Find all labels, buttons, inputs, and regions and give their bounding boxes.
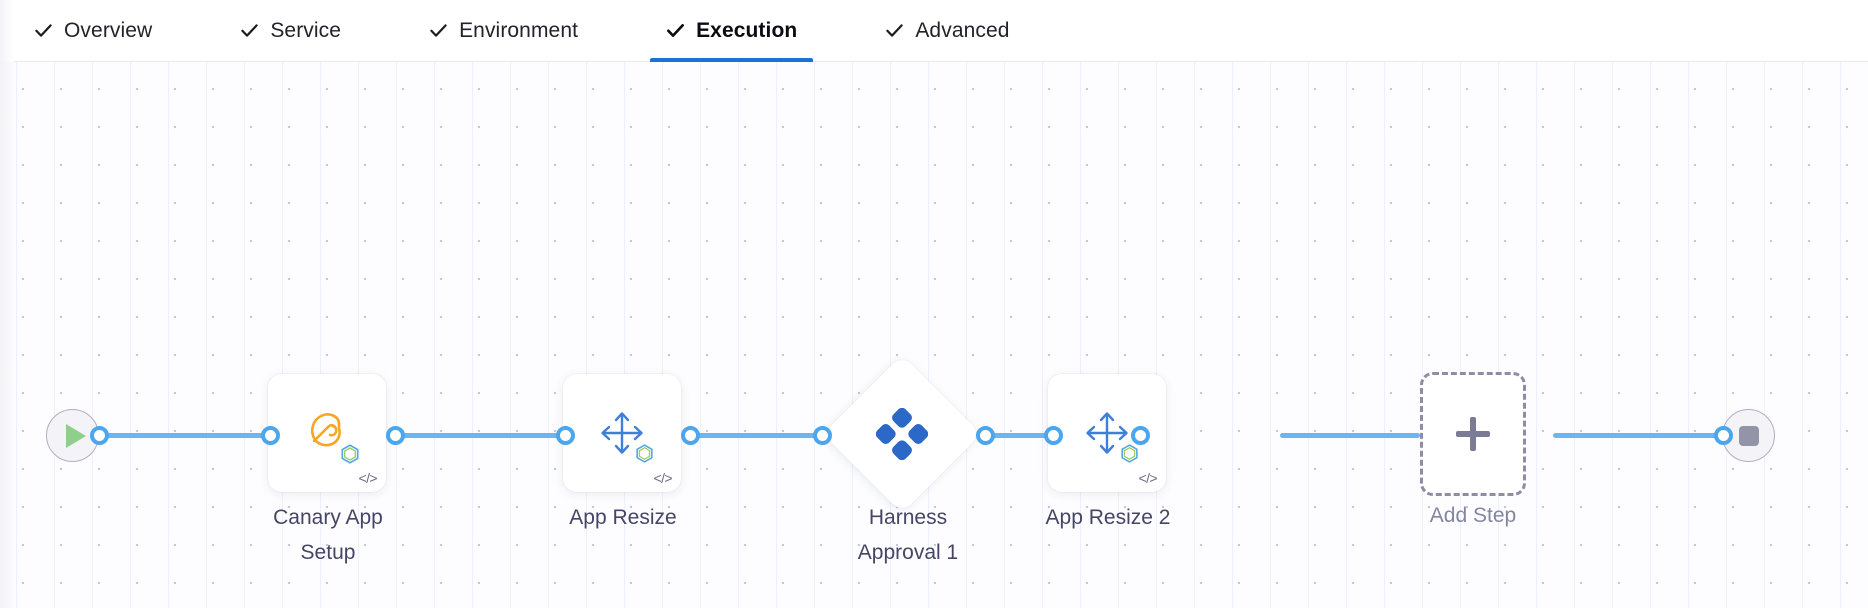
- step-label-app-resize-2: App Resize 2: [1045, 506, 1171, 529]
- resize-arrows-icon: [595, 406, 653, 463]
- check-icon: [240, 21, 259, 40]
- check-icon: [34, 21, 53, 40]
- tab-label: Advanced: [915, 18, 1010, 42]
- port-step4-out[interactable]: [1044, 426, 1063, 445]
- tab-environment[interactable]: Environment: [413, 0, 594, 62]
- code-icon[interactable]: </>: [653, 470, 673, 486]
- stop-icon: [1738, 425, 1759, 446]
- pipeline-tab-bar: Overview Service Environment: [0, 0, 1868, 62]
- step-label-app-resize: App Resize: [569, 506, 677, 529]
- tab-label: Service: [270, 18, 342, 42]
- tab-label: Environment: [459, 18, 579, 42]
- add-step-label: Add Step: [1429, 504, 1517, 527]
- add-step-button[interactable]: [1420, 372, 1526, 496]
- play-icon: [65, 423, 86, 448]
- plus-icon: [1456, 417, 1490, 451]
- port-step4-in[interactable]: [1131, 426, 1150, 445]
- step-label-harness-approval-1: Harness Approval 1: [857, 506, 959, 564]
- tab-execution[interactable]: Execution: [650, 0, 814, 62]
- check-icon: [429, 21, 448, 40]
- resize-arrows-icon: [1080, 406, 1138, 463]
- tab-overview[interactable]: Overview: [18, 0, 168, 62]
- port-end-in[interactable]: [1714, 426, 1733, 445]
- code-icon[interactable]: </>: [1138, 470, 1158, 486]
- tab-label: Overview: [64, 18, 153, 42]
- check-icon: [885, 21, 904, 40]
- port-step2-out[interactable]: [681, 426, 700, 445]
- wire-start-to-step1: [100, 433, 270, 438]
- harness-logo-icon: [876, 408, 928, 460]
- wire-step1-to-step2: [395, 433, 565, 438]
- tab-service[interactable]: Service: [224, 0, 357, 62]
- step-label-canary-app-setup: Canary App Setup: [273, 506, 383, 564]
- wire-addstep-to-end: [1553, 433, 1723, 438]
- canary-bird-icon: [298, 404, 359, 464]
- step-node-canary-app-setup[interactable]: </>: [268, 374, 386, 492]
- pipeline-canvas[interactable]: </> Canary App Setup: [0, 62, 1868, 608]
- start-node[interactable]: [46, 409, 99, 462]
- port-step3-out[interactable]: [976, 426, 995, 445]
- wire-step4-to-addstep: [1280, 433, 1420, 438]
- step-node-app-resize[interactable]: </>: [563, 374, 681, 492]
- tab-advanced[interactable]: Advanced: [869, 0, 1025, 62]
- port-step1-in[interactable]: [261, 426, 280, 445]
- check-icon: [666, 21, 685, 40]
- tab-label: Execution: [696, 18, 798, 42]
- port-start-out[interactable]: [90, 426, 109, 445]
- port-step2-in[interactable]: [556, 426, 575, 445]
- port-step3-in[interactable]: [813, 426, 832, 445]
- code-icon[interactable]: </>: [358, 470, 378, 486]
- port-step1-out[interactable]: [386, 426, 405, 445]
- wire-step2-to-step3: [690, 433, 820, 438]
